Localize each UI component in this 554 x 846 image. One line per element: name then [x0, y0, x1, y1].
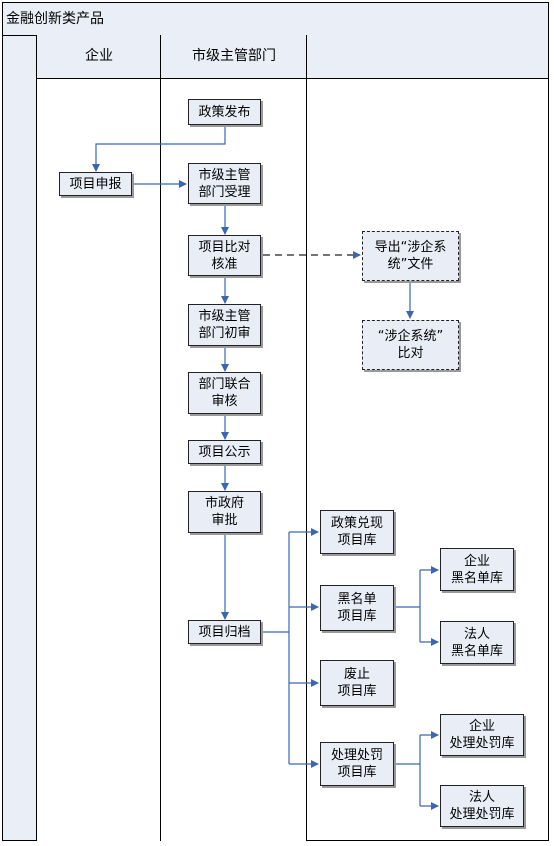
node-penalty-db: 处理处罚 项目库: [320, 742, 394, 786]
node-system-compare: “涉企系统” 比对: [362, 320, 459, 370]
lane-header-municipal-dept: 市级主管部门: [160, 35, 307, 79]
node-joint-review: 部门联合 审核: [188, 372, 261, 414]
node-blacklist-db: 黑名单 项目库: [320, 585, 394, 631]
node-policy-cash-db: 政策兑现 项目库: [320, 510, 394, 554]
diagram-title: 金融创新类产品: [2, 2, 549, 36]
node-project-publicity: 项目公示: [188, 440, 261, 464]
node-enterprise-penalty: 企业 处理处罚库: [440, 714, 524, 756]
node-policy-release: 政策发布: [188, 99, 261, 125]
node-project-apply: 项目申报: [59, 172, 132, 196]
node-legal-blacklist: 法人 黑名单库: [440, 621, 514, 664]
node-gov-approval: 市政府 审批: [188, 491, 261, 533]
node-project-compare: 项目比对 核准: [188, 235, 261, 276]
node-export-file: 导出“涉企系 统”文件: [362, 231, 459, 281]
node-dept-accept: 市级主管 部门受理: [188, 163, 261, 204]
node-project-archive: 项目归档: [188, 620, 261, 644]
node-legal-penalty: 法人 处理处罚库: [440, 785, 524, 827]
node-enterprise-blacklist: 企业 黑名单库: [440, 548, 514, 591]
lane-header-enterprise: 企业: [36, 35, 161, 79]
node-dept-first-review: 市级主管 部门初审: [188, 304, 261, 346]
lane-enterprise: [36, 79, 161, 841]
lane-header-third: [306, 35, 549, 79]
node-abolish-db: 废止 项目库: [320, 660, 394, 706]
